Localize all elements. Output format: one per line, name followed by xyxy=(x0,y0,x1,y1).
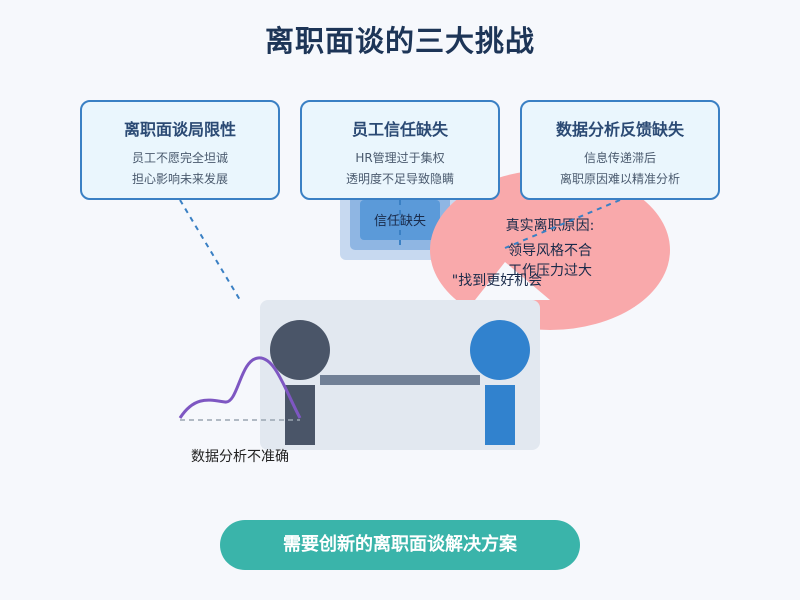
bubble-notch xyxy=(475,262,550,300)
data-inaccurate-label: 数据分析不准确 xyxy=(191,449,289,465)
bubble-reason-2: 工作压力过大 xyxy=(508,263,592,279)
connector-line-right xyxy=(504,199,621,249)
bubble-heading: 真实离职原因: xyxy=(506,217,595,234)
page-title: 离职面谈的三大挑战 xyxy=(264,24,535,58)
connector-line-left xyxy=(179,199,241,301)
stated-reason-quote: "找到更好机会 xyxy=(452,273,542,289)
employee-body xyxy=(485,385,515,445)
card-line: 担心影响未来发展 xyxy=(131,172,228,186)
meeting-table xyxy=(320,375,480,385)
card-title: 离职面谈局限性 xyxy=(123,120,236,139)
card-line: HR管理过于集权 xyxy=(355,151,445,165)
bubble-reason-1: 领导风格不合 xyxy=(508,243,592,259)
card-data-feedback-missing: 数据分析反馈缺失 信息传递滞后 离职原因难以精准分析 xyxy=(520,100,720,200)
employee-figure xyxy=(470,320,530,445)
card-title: 数据分析反馈缺失 xyxy=(555,120,684,139)
solution-cta-button[interactable]: 需要创新的离职面谈解决方案 xyxy=(220,520,580,570)
card-title: 员工信任缺失 xyxy=(351,120,448,139)
data-curve xyxy=(178,356,302,419)
interviewer-head xyxy=(270,320,330,380)
data-curve-graphic xyxy=(178,356,302,421)
card-line: 信息传递滞后 xyxy=(583,151,656,165)
card-interview-limitations: 离职面谈局限性 员工不愿完全坦诚 担心影响未来发展 xyxy=(80,100,280,200)
card-line: 员工不愿完全坦诚 xyxy=(131,151,228,165)
thought-bubble: 真实离职原因: 领导风格不合 工作压力过大 "找到更好机会 xyxy=(430,170,670,330)
card-line: 透明度不足导致隐瞒 xyxy=(345,172,454,186)
card-line: 离职原因难以精准分析 xyxy=(559,172,680,186)
employee-head xyxy=(470,320,530,380)
card-trust-missing: 员工信任缺失 HR管理过于集权 透明度不足导致隐瞒 xyxy=(300,100,500,200)
